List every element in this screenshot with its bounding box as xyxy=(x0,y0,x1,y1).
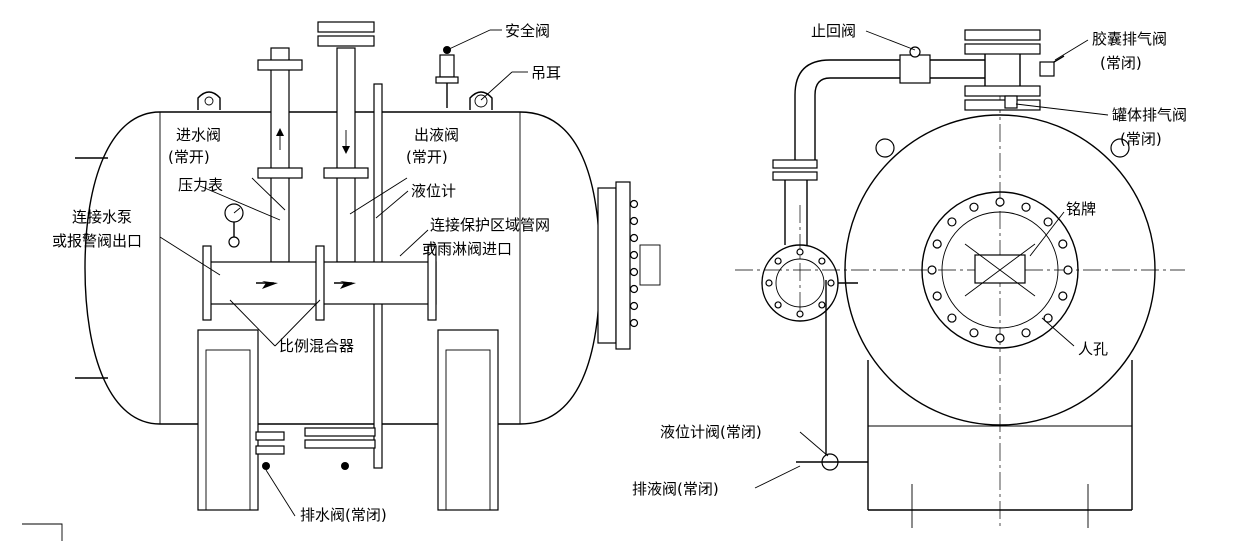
bolt xyxy=(947,217,957,227)
label-pump-connection-1: 连接水泵 xyxy=(72,208,132,226)
drain-assembly xyxy=(796,280,868,471)
label-bladder-vent: 胶囊排气阀 xyxy=(1092,30,1167,48)
label-outlet-valve: 出液阀 xyxy=(414,126,459,144)
lifting-lug xyxy=(875,138,1130,158)
bolt xyxy=(1058,239,1068,249)
bolt xyxy=(932,291,942,301)
bolt xyxy=(629,301,639,311)
bolt xyxy=(629,267,639,277)
bolt xyxy=(818,257,826,265)
bolt xyxy=(629,216,639,226)
bolt xyxy=(995,197,1005,207)
leader-lines xyxy=(159,29,528,517)
label-tank-vent: 罐体排气阀 xyxy=(1112,106,1187,124)
pressure-gauge xyxy=(224,203,244,248)
label-bladder-vent-state: (常闭) xyxy=(1100,54,1142,72)
bolt xyxy=(1058,291,1068,301)
label-proportional-mixer: 比例混合器 xyxy=(279,337,354,355)
label-zone-connection-2: 或雨淋阀进口 xyxy=(422,240,512,258)
side-view: 止回阀 胶囊排气阀 (常闭) 罐体排气阀 (常闭) 铭牌 人孔 液位计阀(常闭)… xyxy=(632,22,1187,528)
bolt xyxy=(629,318,639,328)
end-flange xyxy=(597,181,661,350)
label-level-gauge-valve: 液位计阀(常闭) xyxy=(660,423,762,441)
label-manhole: 人孔 xyxy=(1078,340,1108,358)
bolt xyxy=(1021,328,1031,338)
inlet-pipe xyxy=(257,47,303,263)
side-inlet-flange xyxy=(761,244,858,322)
bolt xyxy=(629,250,639,260)
bolt xyxy=(774,257,782,265)
lifting-lug xyxy=(197,91,493,110)
side-flange-bolts xyxy=(765,248,835,318)
label-nameplate: 铭牌 xyxy=(1066,200,1096,218)
bolt xyxy=(827,279,835,287)
base-support xyxy=(867,360,1133,528)
label-pressure-gauge: 压力表 xyxy=(178,176,223,194)
bolt xyxy=(796,248,804,256)
support-saddle xyxy=(197,329,499,511)
bolt xyxy=(947,313,957,323)
bolt xyxy=(969,328,979,338)
corner-mark xyxy=(22,523,63,541)
label-level-gauge: 液位计 xyxy=(411,182,456,200)
bolt xyxy=(629,233,639,243)
label-inlet-valve-state: (常开) xyxy=(168,148,210,166)
label-check-valve: 止回阀 xyxy=(811,22,856,40)
label-liquid-drain-valve: 排液阀(常闭) xyxy=(632,480,719,498)
front-view: 安全阀 吊耳 进水阀 (常开) 出液阀 (常开) 压力表 液位计 连接水泵 或报… xyxy=(52,21,661,524)
manhole xyxy=(921,191,1079,349)
label-outlet-valve-state: (常开) xyxy=(406,148,448,166)
label-pump-connection-2: 或报警阀出口 xyxy=(52,232,142,250)
bolt xyxy=(995,333,1005,343)
bolt xyxy=(629,199,639,209)
bolt xyxy=(969,202,979,212)
label-zone-connection-1: 连接保护区域管网 xyxy=(430,216,550,234)
check-valve-pipe xyxy=(772,46,985,245)
leader-lines xyxy=(754,30,1109,489)
bolt xyxy=(1063,265,1073,275)
outlet-pipe xyxy=(317,21,375,263)
proportional-mixer xyxy=(202,245,437,321)
label-tank-vent-state: (常闭) xyxy=(1120,130,1162,148)
label-safety-valve: 安全阀 xyxy=(505,22,550,40)
bolt xyxy=(1021,202,1031,212)
bolt xyxy=(818,301,826,309)
top-flanges xyxy=(964,29,1041,111)
bolt xyxy=(932,239,942,249)
bolt xyxy=(774,301,782,309)
bolt xyxy=(629,284,639,294)
flange-bolts xyxy=(629,199,639,328)
safety-valve xyxy=(435,46,459,108)
bolt xyxy=(1043,313,1053,323)
bolt xyxy=(796,310,804,318)
nameplate xyxy=(964,243,1036,297)
label-inlet-valve: 进水阀 xyxy=(176,126,221,144)
vent-valves xyxy=(1004,55,1065,109)
drain-valve xyxy=(255,427,376,470)
bolt xyxy=(765,279,773,287)
label-drain-valve: 排水阀(常闭) xyxy=(300,506,387,524)
manhole-bolts xyxy=(927,197,1073,343)
bolt xyxy=(927,265,937,275)
label-lifting-lug: 吊耳 xyxy=(531,64,561,82)
bolt xyxy=(1043,217,1053,227)
